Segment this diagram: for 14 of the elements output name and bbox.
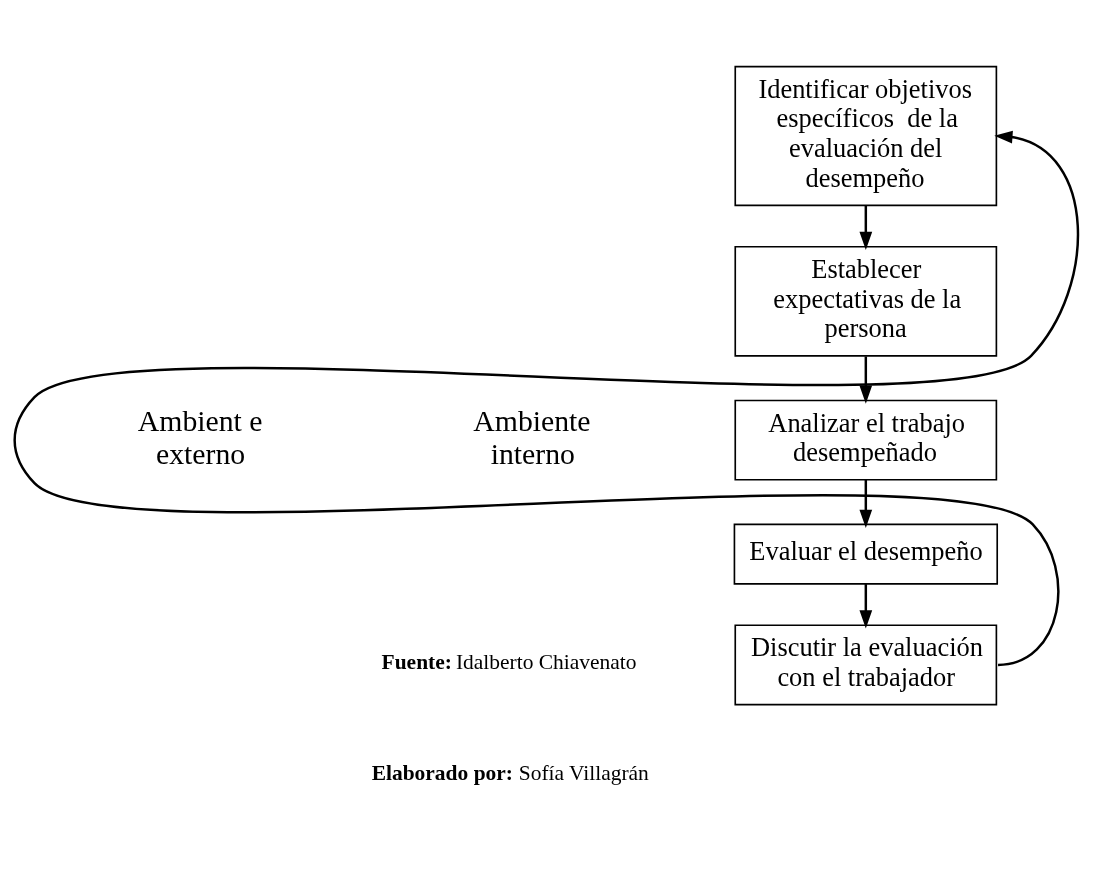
node-box: Identificar objetivos específicos de la evaluación del desempeño xyxy=(734,65,998,206)
arrow xyxy=(859,356,873,404)
label: Fuente: Idalberto Chiavenato xyxy=(381,649,637,674)
label: Elaborado por: Sofía Villagrán xyxy=(371,760,649,785)
arrow xyxy=(859,205,873,250)
node-box: Discutir la evaluación con el trabajador xyxy=(734,623,998,705)
arrow xyxy=(859,583,873,628)
arrow xyxy=(859,479,873,528)
arrow xyxy=(13,130,1079,666)
node-box: Analizar el trabajo desempeñado xyxy=(734,399,998,481)
label: Ambiente interno xyxy=(473,403,591,470)
label: Ambient e externo xyxy=(137,403,263,470)
node-box: Evaluar el desempeño xyxy=(733,523,999,585)
node-box: Establecer expectativas de la persona xyxy=(734,245,998,357)
